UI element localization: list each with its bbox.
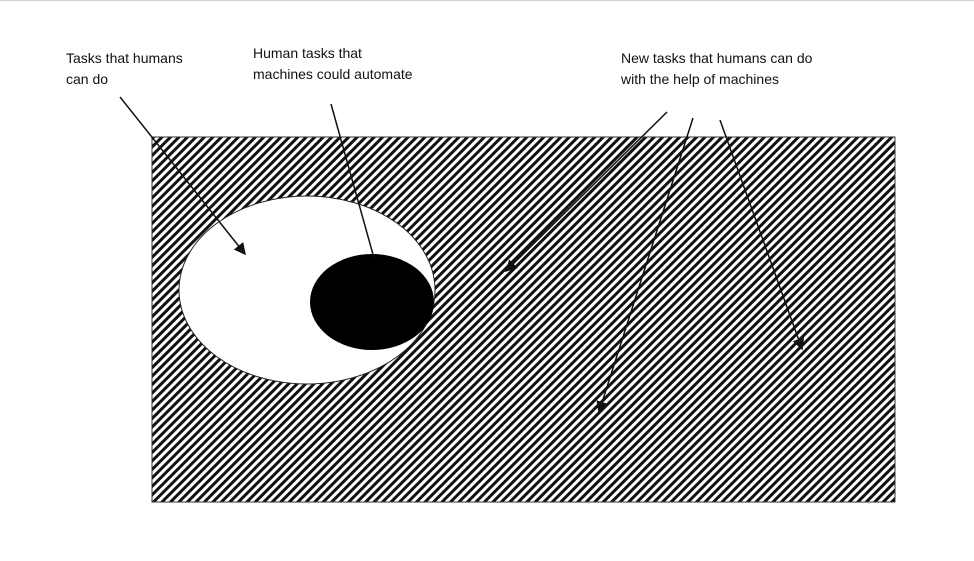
- page-top-border: [0, 0, 974, 1]
- automatable-tasks-ellipse: [310, 254, 434, 350]
- label-new-tasks: New tasks that humans can do with the he…: [621, 50, 813, 87]
- arrow-human-tasks: [119, 96, 246, 256]
- arrow-automatable: [330, 103, 375, 259]
- arrow-new-tasks-2: [596, 117, 694, 414]
- arrow-new-tasks-3: [719, 119, 805, 351]
- label-automatable-tasks: Human tasks that machines could automate: [253, 45, 413, 82]
- arrow-new-tasks-1: [504, 111, 668, 273]
- label-human-tasks: Tasks that humans can do: [66, 50, 183, 87]
